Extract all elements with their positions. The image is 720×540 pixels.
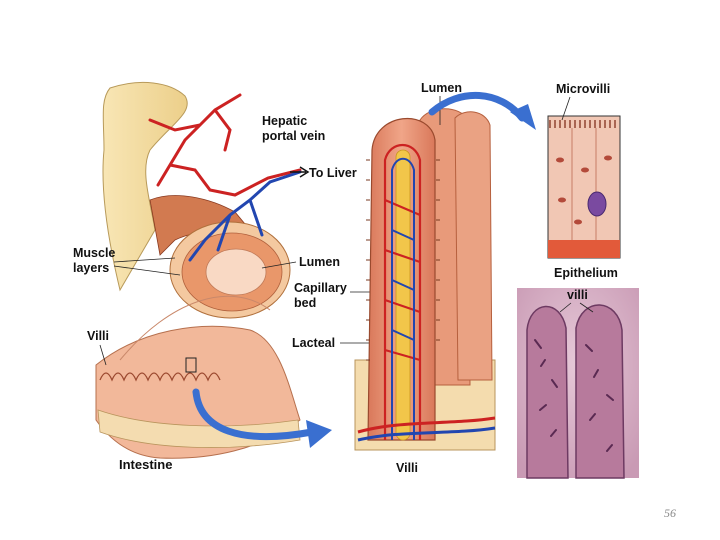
villus-detail: [354, 108, 496, 451]
lumen-top-label: Lumen: [421, 81, 462, 95]
lumen-left-label: Lumen: [299, 255, 340, 269]
villi-left-leader: [99, 344, 107, 366]
capillary-label-line1: Capillary: [294, 281, 347, 295]
nucleus: [587, 191, 607, 217]
hepatic-label-line1: Hepatic: [262, 114, 307, 128]
hepatic-label-line2: portal vein: [262, 129, 325, 143]
lumen-hole: [205, 248, 267, 296]
epithelium-illustration: [547, 115, 621, 259]
cell-borders: [571, 128, 597, 240]
vein-vessel: [188, 170, 302, 262]
villi-micrograph: [517, 288, 639, 479]
lumen-left-leader: [261, 261, 297, 269]
villus-back-2: [454, 111, 493, 381]
to-liver-label: To Liver: [309, 166, 357, 180]
micrograph-villus-2: [575, 304, 625, 479]
organelle-4: [558, 197, 566, 203]
villi-micrograph-leader-2: [579, 302, 594, 313]
muscle-layers-label-line1: Muscle: [73, 246, 115, 260]
base-artery: [357, 416, 496, 434]
organelle-3: [604, 155, 612, 161]
villi-micrograph-leader-1: [559, 302, 572, 313]
sheet-fold: [119, 295, 271, 361]
magnify-arrow-top-head: [510, 104, 536, 130]
to-liver-arrow: [290, 166, 310, 178]
page-number: 56: [664, 506, 676, 520]
capillary-red: [383, 144, 422, 440]
micrograph-texture: [534, 339, 614, 452]
organelle-5: [574, 219, 582, 225]
brush-border: [366, 159, 440, 361]
villi-folds: [99, 372, 221, 382]
villi-micrograph-label: villi: [567, 288, 588, 302]
base-vein: [357, 426, 496, 442]
microvilli-fringe: [549, 120, 616, 128]
villi-highlight-box: [185, 357, 197, 373]
lacteal-label: Lacteal: [292, 336, 335, 350]
muscle-leader-1: [113, 257, 176, 263]
lacteal-vessel: [395, 149, 411, 441]
epithelium-panel: [547, 115, 621, 259]
micrograph-villus-1: [526, 305, 569, 479]
artery-vessel: [148, 93, 302, 197]
muscle-layers-label-line2: layers: [73, 261, 109, 275]
muscle-leader-2: [113, 265, 181, 276]
organelle-2: [581, 167, 589, 173]
intestine-tube: [102, 81, 188, 292]
magnify-arrow-bottom: [192, 388, 316, 441]
capillary-blue: [391, 157, 415, 440]
microvilli-label: Microvilli: [556, 82, 610, 96]
organelle-1: [556, 157, 564, 163]
epithelium-label: Epithelium: [554, 266, 618, 280]
microvilli-leader: [561, 96, 571, 121]
magnify-arrow-bottom-head: [306, 420, 332, 448]
villi-bottom-label: Villi: [396, 461, 418, 475]
capillary-label-line2: bed: [294, 296, 316, 310]
basement-layer: [548, 240, 620, 258]
intestine-label: Intestine: [119, 457, 172, 472]
villi-left-label: Villi: [87, 329, 109, 343]
